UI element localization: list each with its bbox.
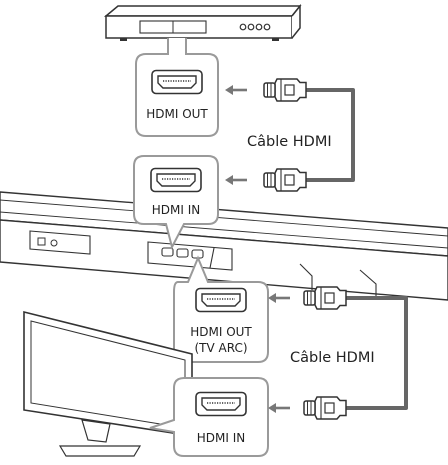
hdmi-plug-icon (263, 168, 307, 192)
callout-soundbar-hdmi-out-arc: HDMI OUT (TV ARC) (173, 255, 269, 363)
soundbar-hdmi-in-label: HDMI IN (152, 203, 201, 217)
arrow-left-icon (266, 401, 292, 415)
hdmi-cable-top: Câble HDMI (223, 78, 355, 192)
source-hdmi-out-label: HDMI OUT (146, 107, 208, 121)
callout-source-hdmi-out: HDMI OUT (135, 38, 219, 137)
hdmi-port-icon (151, 69, 203, 95)
hdmi-port-icon (195, 287, 247, 313)
hdmi-plug-icon (303, 396, 347, 420)
arrow-left-icon (223, 83, 249, 97)
arrow-left-icon (266, 291, 292, 305)
soundbar (0, 191, 448, 301)
cable-top-label: Câble HDMI (247, 134, 332, 150)
soundbar-tv-arc-label: (TV ARC) (194, 341, 247, 355)
tv (23, 310, 193, 457)
callout-tv-hdmi-in: HDMI IN (149, 377, 269, 457)
arrow-left-icon (223, 173, 249, 187)
hdmi-cable-bottom: Câble HDMI (266, 286, 408, 420)
cable-bottom-label: Câble HDMI (290, 350, 375, 366)
hdmi-port-icon (150, 167, 202, 193)
callout-soundbar-hdmi-in: HDMI IN (133, 155, 219, 250)
soundbar-hdmi-out-label: HDMI OUT (190, 325, 252, 339)
source-device (103, 3, 302, 41)
hdmi-plug-icon (263, 78, 307, 102)
hdmi-plug-icon (303, 286, 347, 310)
tv-hdmi-in-label: HDMI IN (197, 431, 246, 445)
hdmi-port-icon (195, 391, 247, 417)
